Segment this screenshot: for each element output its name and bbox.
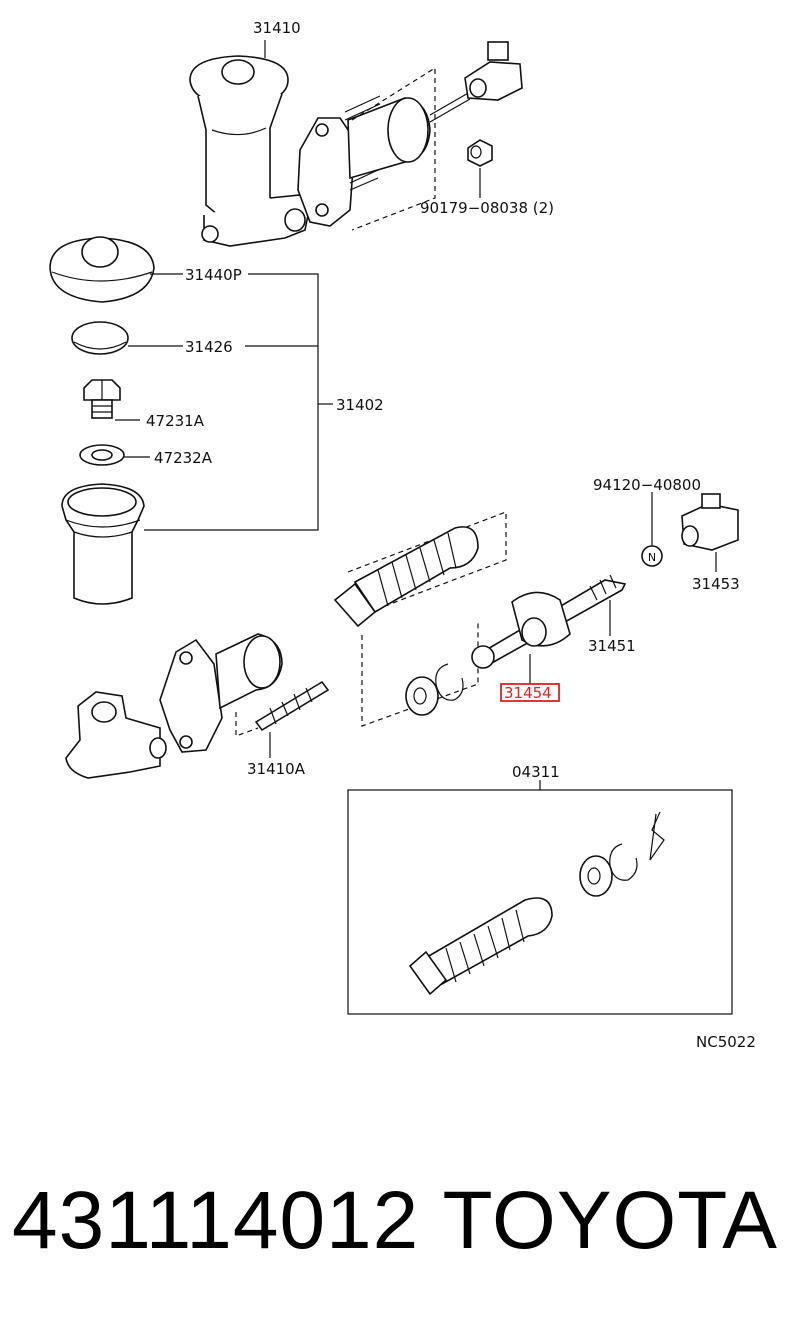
part-number: 431114012 [12,1175,420,1266]
repair-kit-04311 [347,789,733,1015]
callout-31453: 31453 [692,575,740,593]
callout-31440p: 31440P [185,266,242,284]
master-cylinder-top [189,41,523,247]
callout-31410: 31410 [253,19,301,37]
washer-and-snap-ring [405,663,464,716]
callout-31410a: 31410A [247,760,306,778]
reservoir-cap-31440p [49,236,155,303]
callout-labels: 31410 90179−08038 (2) 31440P 31426 31402… [146,19,756,1051]
leader-lines [115,40,717,790]
callout-31451: 31451 [588,637,636,655]
callout-47231a: 47231A [146,412,205,430]
callout-31454: 31454 [504,684,552,702]
callout-47232a: 47232A [154,449,213,467]
callout-31402: 31402 [336,396,384,414]
nut-marker-label: N [648,551,656,564]
callout-94120-40800: 94120−40800 [593,476,701,494]
reservoir-body [61,483,145,605]
stud-31410a [254,680,330,732]
piston-assembly [333,511,507,628]
union-bolt-47231a [83,379,121,419]
cap-diaphragm-31426 [71,321,129,355]
nut-94120: N [641,545,663,567]
highlight-box [500,683,560,702]
footer: 431114012 TOYOTA [0,1180,792,1290]
grommet-47232a [79,444,125,466]
callout-90179-08038: 90179−08038 (2) [420,199,554,217]
callout-31426: 31426 [185,338,233,356]
callout-04311: 04311 [512,763,560,781]
brand-name: TOYOTA [442,1175,778,1266]
diagram-code: NC5022 [696,1033,756,1051]
clevis-31453 [681,493,739,551]
master-cylinder-body [65,633,283,779]
boot-31454 [511,591,571,647]
